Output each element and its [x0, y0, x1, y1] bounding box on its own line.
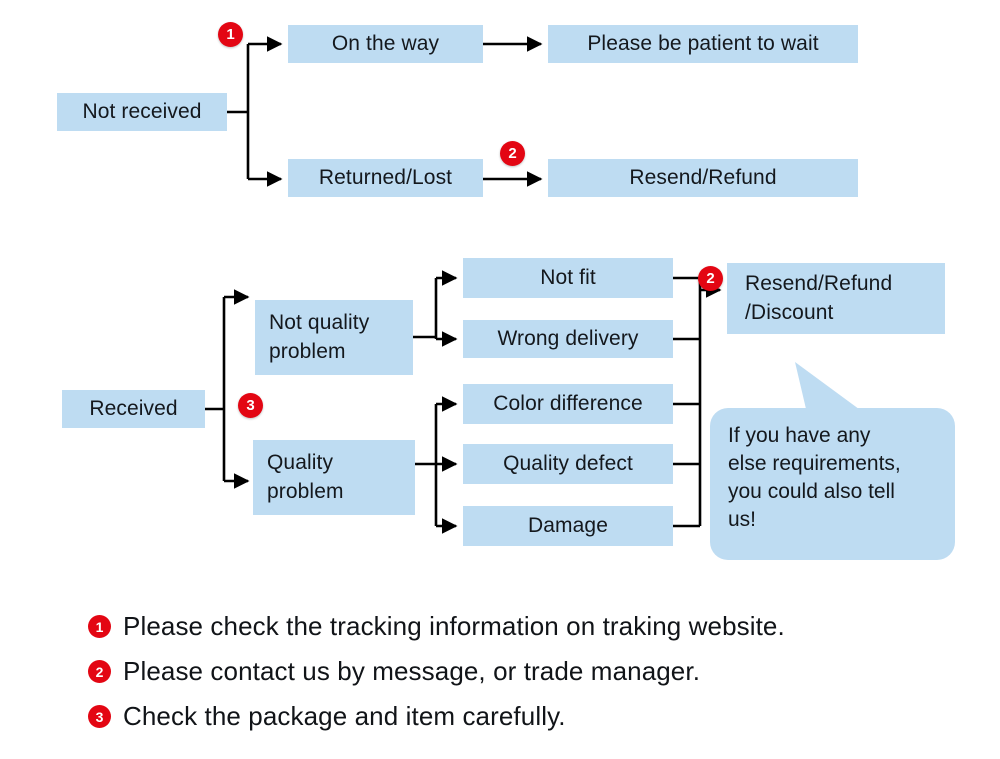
node-received[interactable]: Received	[62, 390, 205, 428]
legend-badge-1-icon: 1	[88, 615, 111, 638]
node-quality-problem[interactable]: Quality problem	[253, 440, 415, 515]
badge-1-on-the-way[interactable]: 1	[218, 22, 243, 47]
node-color-difference[interactable]: Color difference	[463, 384, 673, 424]
node-returned-lost[interactable]: Returned/Lost	[288, 159, 483, 197]
node-not-quality-problem[interactable]: Not quality problem	[255, 300, 413, 375]
legend-badge-2-icon: 2	[88, 660, 111, 683]
node-resend-refund[interactable]: Resend/Refund	[548, 159, 858, 197]
legend-text-1: Please check the tracking information on…	[123, 611, 785, 641]
node-please-be-patient[interactable]: Please be patient to wait	[548, 25, 858, 63]
badge-2-resend-discount[interactable]: 2	[698, 266, 723, 291]
legend-item-1: 1 Please check the tracking information …	[88, 604, 968, 649]
node-quality-defect[interactable]: Quality defect	[463, 444, 673, 484]
legend-list: 1 Please check the tracking information …	[88, 604, 968, 739]
legend-text-3: Check the package and item carefully.	[123, 701, 566, 731]
node-not-fit[interactable]: Not fit	[463, 258, 673, 298]
legend-item-2: 2 Please contact us by message, or trade…	[88, 649, 968, 694]
legend-item-3: 3 Check the package and item carefully.	[88, 694, 968, 739]
badge-2-resend-refund[interactable]: 2	[500, 141, 525, 166]
legend-badge-3-icon: 3	[88, 705, 111, 728]
legend-text-2: Please contact us by message, or trade m…	[123, 656, 701, 686]
node-on-the-way[interactable]: On the way	[288, 25, 483, 63]
callout-bubble: If you have any else requirements, you c…	[710, 408, 955, 560]
node-not-received[interactable]: Not received	[57, 93, 227, 131]
badge-3-received[interactable]: 3	[238, 393, 263, 418]
node-resend-refund-discount[interactable]: Resend/Refund /Discount	[727, 263, 945, 334]
node-damage[interactable]: Damage	[463, 506, 673, 546]
node-wrong-delivery[interactable]: Wrong delivery	[463, 320, 673, 358]
